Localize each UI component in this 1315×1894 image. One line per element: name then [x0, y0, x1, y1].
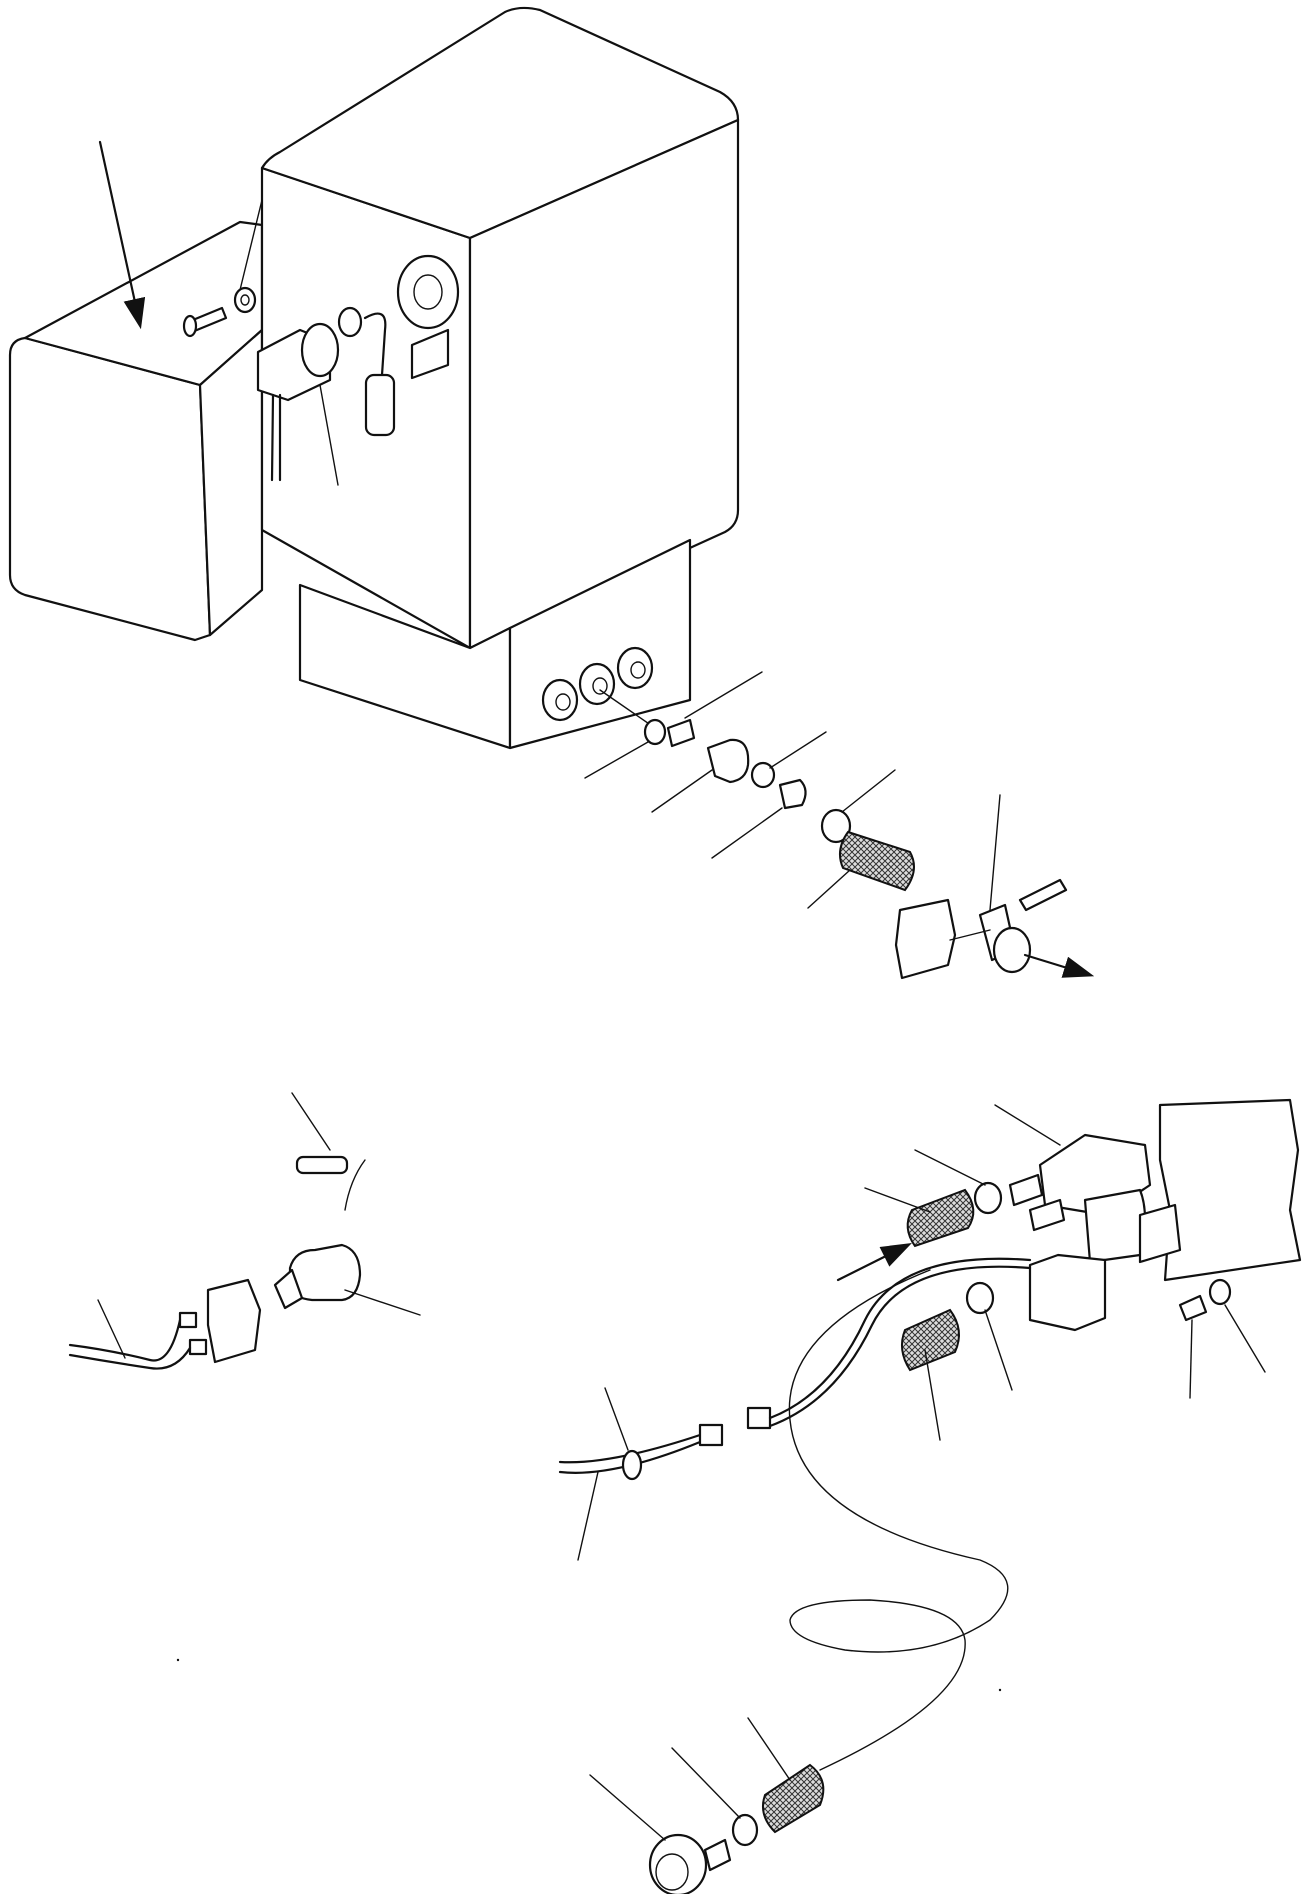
hose-clamp-upper: [820, 808, 852, 844]
fitting-washer: [643, 718, 667, 746]
panel-fragment-left: [206, 1278, 262, 1364]
wiring-harness-right: [558, 1433, 702, 1474]
leader-drain-clamp: [671, 1747, 741, 1819]
valve-nipple-b: [1028, 1198, 1066, 1232]
hydraulic-tank-assembly: [8, 6, 740, 750]
leader-bolt: [239, 199, 263, 291]
leader-o-ring: [769, 731, 827, 769]
leader-harness-right: [577, 1471, 599, 1561]
leader-valve-block: [994, 1104, 1061, 1146]
valve-hose-upper: [906, 1188, 975, 1248]
main-tank-side-face: [468, 118, 740, 650]
valve-washer: [1208, 1278, 1232, 1306]
leader-bracket: [989, 794, 1001, 911]
valve-clamp-upper: [973, 1181, 1003, 1215]
leader-clamp: [841, 769, 896, 813]
leader-switch: [344, 1289, 421, 1316]
sump-port-right: [616, 646, 654, 690]
wiring-and-drain-line: [558, 1257, 1032, 1771]
valve-inlet-arrow: [836, 1243, 912, 1282]
left-tank-side-face: [198, 328, 264, 637]
drain-plug-stem: [703, 1838, 732, 1872]
leader-harness-left: [97, 1299, 126, 1359]
bracket-bolt: [1018, 878, 1068, 912]
tank-flange: [396, 254, 460, 330]
leader-valve-hose-lower: [924, 1349, 941, 1441]
leader-tank-arrow: [98, 140, 146, 330]
valve-clamp-lower: [965, 1281, 995, 1315]
leader-valve-clamp-lower: [984, 1309, 1013, 1391]
leader-hose: [807, 869, 851, 909]
leader-elbow: [711, 807, 783, 859]
fitting-union: [706, 738, 750, 784]
valve-hose-lower: [900, 1308, 960, 1372]
valve-bolt: [1178, 1294, 1208, 1322]
wiring-harness-left: [68, 1318, 192, 1370]
drain-tube: [788, 1269, 1009, 1771]
valve-coil: [1083, 1188, 1147, 1264]
junction-box: [1028, 1253, 1107, 1332]
fuse: [295, 1155, 349, 1175]
connector-terminal-a: [178, 1311, 198, 1329]
drain-clamp: [731, 1813, 759, 1847]
harness-connector-a: [698, 1423, 724, 1447]
stray-dot: [176, 1658, 180, 1662]
fitting-elbow: [778, 778, 807, 810]
tank-bracket-plate: [410, 328, 450, 380]
bracket-washer: [992, 926, 1032, 974]
switch-and-connector: [68, 1092, 421, 1370]
panel-fragment-mid: [894, 898, 957, 980]
wire-to-solenoid: [768, 1257, 1032, 1428]
drain-hose: [762, 1763, 825, 1834]
fitting-adapter: [666, 718, 696, 748]
leader-valve-clamp-upper: [914, 1149, 986, 1186]
leader-union: [651, 769, 713, 813]
mounting-bolt-and-washer: [182, 286, 257, 338]
leader-fuse: [291, 1092, 331, 1151]
leader-adapter: [684, 671, 763, 719]
fitting-o-ring: [750, 761, 776, 789]
level-switch: [256, 322, 340, 482]
valve-nipple-a: [1008, 1173, 1044, 1207]
leader-valve-bolt: [1189, 1319, 1193, 1399]
left-tank-front-face: [8, 336, 212, 642]
leader-washer: [584, 741, 649, 779]
leader-drain-plug: [589, 1774, 666, 1841]
drain-plug-face: [655, 1853, 689, 1891]
suction-hose: [838, 830, 915, 892]
drain-fittings: [589, 1717, 825, 1894]
indicator-switch: [273, 1243, 362, 1310]
leader-valve-washer: [1224, 1304, 1266, 1373]
connector-terminal-b: [188, 1338, 208, 1356]
leader-valve-hose-upper: [864, 1187, 931, 1213]
sump-port-center: [578, 662, 616, 706]
leader-level-switch: [319, 384, 339, 486]
valve-bracket: [1138, 1203, 1182, 1264]
solenoid-valve-assembly: [836, 1098, 1302, 1441]
flow-arrow: [1023, 953, 1095, 978]
harness-clamp: [621, 1449, 643, 1481]
drain-plug-flange: [648, 1833, 708, 1894]
suction-line-fittings: [584, 671, 1095, 980]
main-tank-top-face: [260, 6, 740, 240]
harness-connector-b: [746, 1406, 772, 1430]
leader-harness-clamp: [604, 1387, 629, 1451]
mounting-wall-plate: [1158, 1098, 1302, 1282]
leader-drain-hose: [747, 1717, 791, 1781]
sump-port-left: [541, 678, 579, 722]
stray-dot: [998, 1688, 1002, 1692]
float-assembly: [363, 312, 396, 437]
o-ring: [337, 306, 363, 338]
